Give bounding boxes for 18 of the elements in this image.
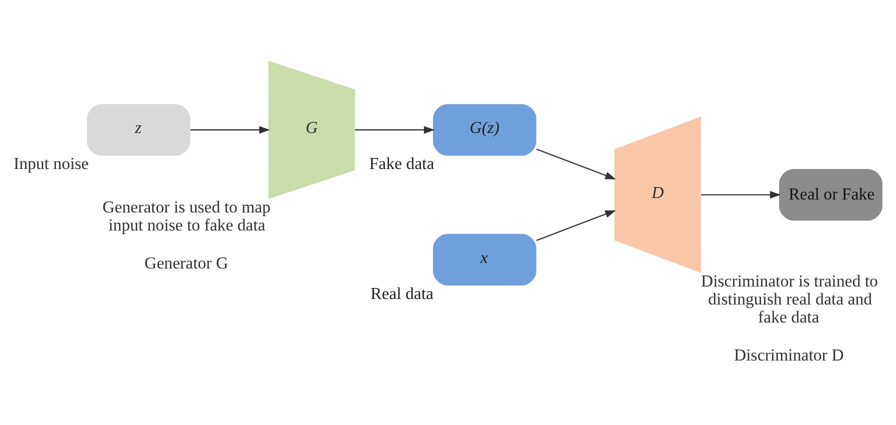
node-label: Discriminator is trained to distinguish real data and fake data (700, 270, 878, 326)
arrow (190, 126, 270, 134)
arrow (536, 148, 616, 179)
node-label: Generator G (144, 253, 228, 272)
node-box: x (432, 233, 536, 286)
node-label: Discriminator D (734, 345, 844, 364)
node-label: Input noise (14, 154, 89, 173)
node-label: Real data (370, 283, 434, 302)
arrow (701, 190, 781, 198)
node-label: Generator is used to map input noise to fake data (102, 196, 271, 234)
node-box: G(z) (432, 104, 536, 156)
node-label: Fake data (369, 154, 434, 173)
node-box: G (268, 60, 355, 198)
node-box: D (614, 116, 701, 272)
node-box: Real or Fake (779, 168, 882, 220)
arrow (355, 126, 435, 134)
arrow (536, 210, 616, 240)
node-box: z (86, 104, 190, 156)
